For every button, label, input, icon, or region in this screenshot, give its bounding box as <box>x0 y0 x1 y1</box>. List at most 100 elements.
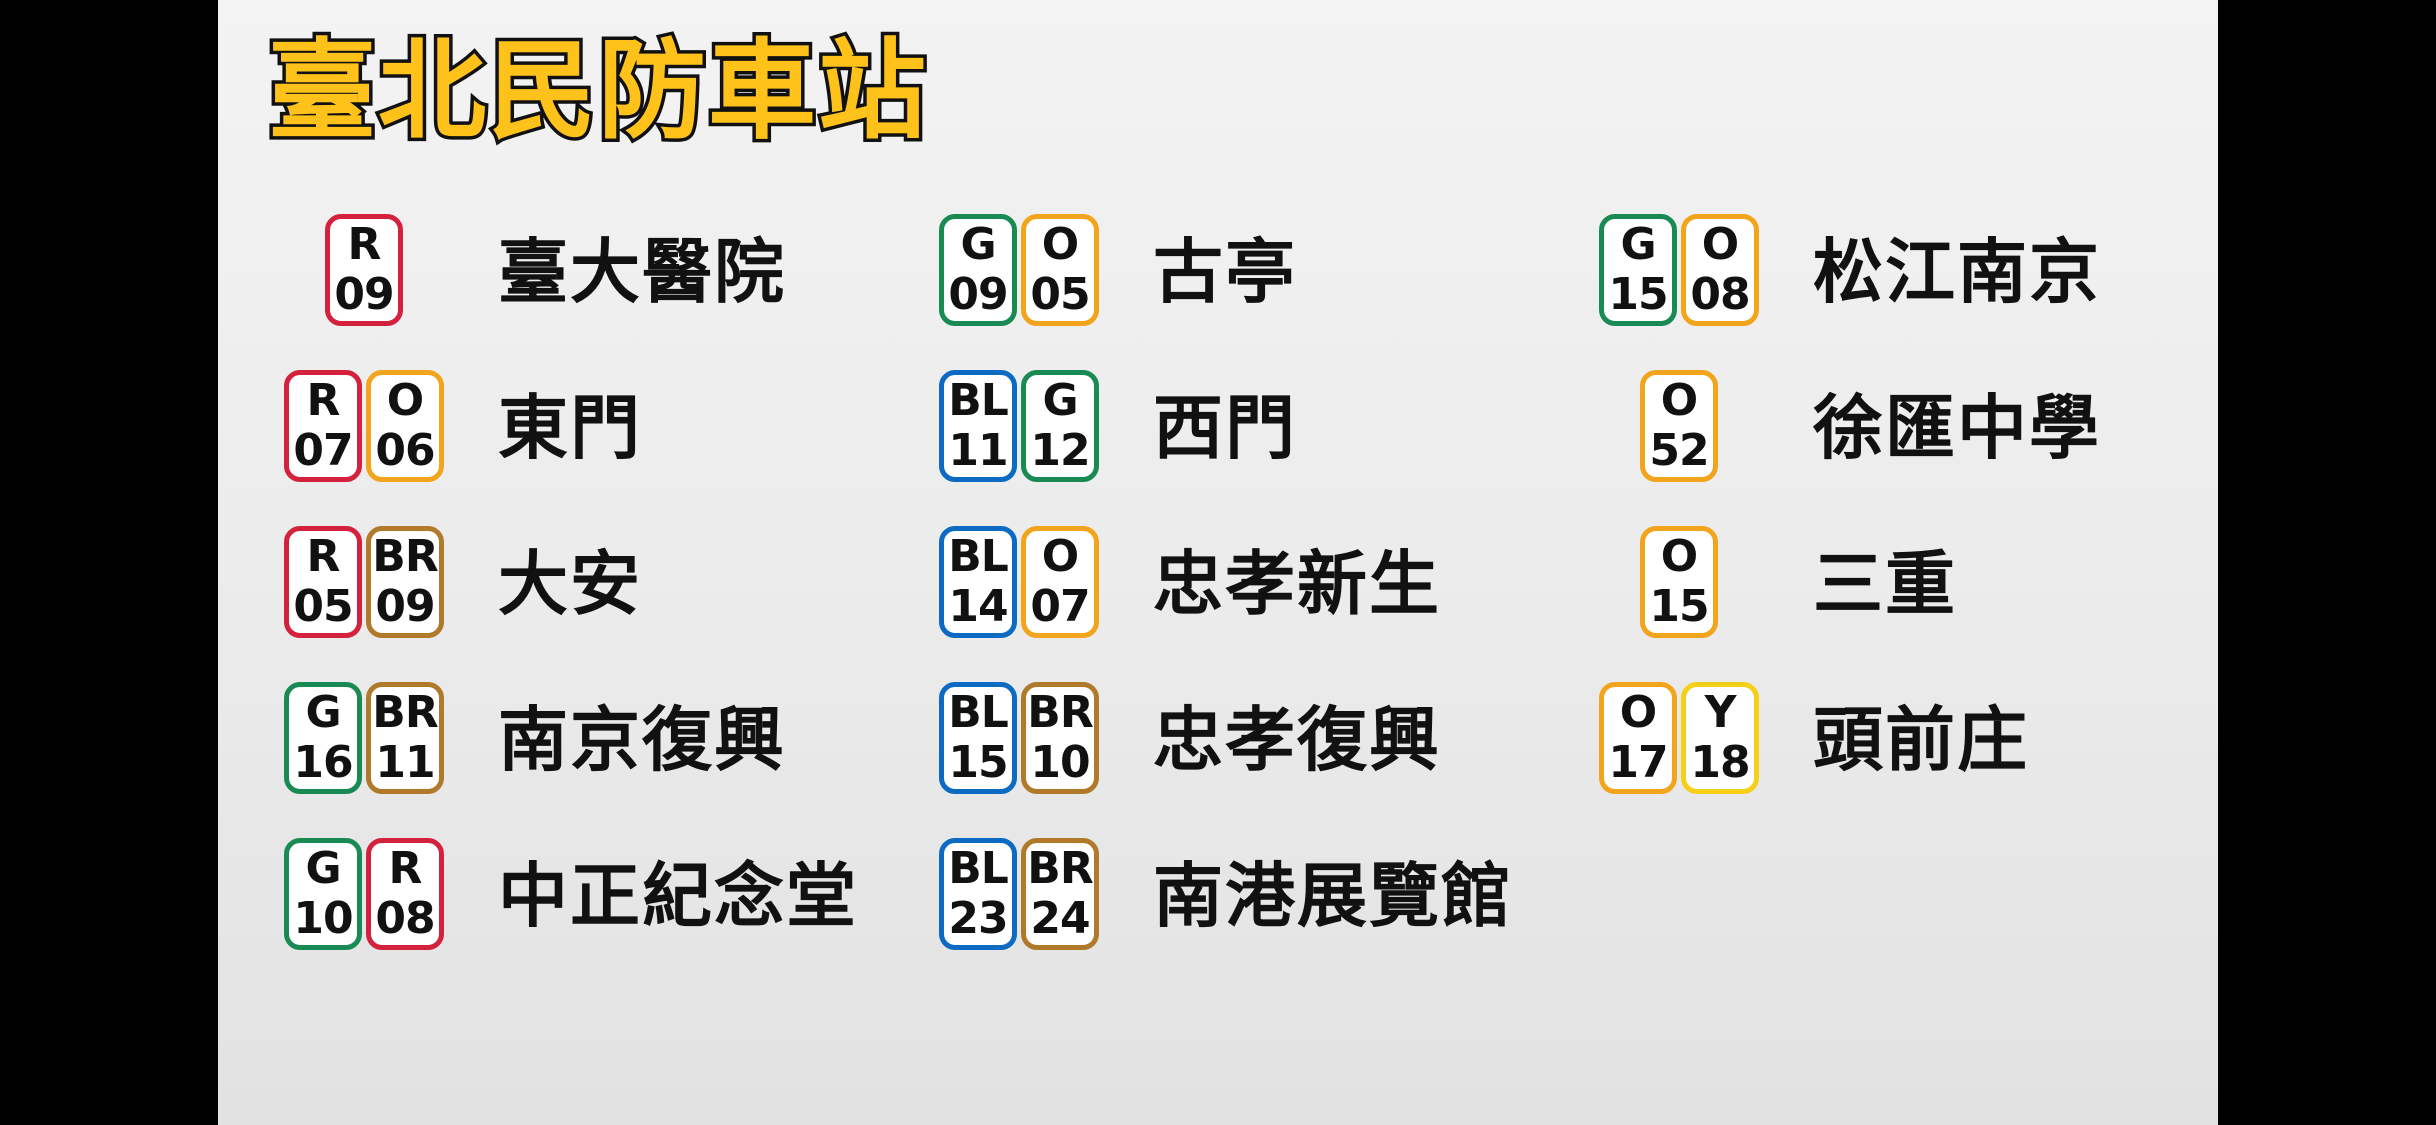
station-number: 07 <box>1030 581 1090 632</box>
line-code: G <box>1042 375 1078 426</box>
station-number: 09 <box>375 581 435 632</box>
station-number: 10 <box>1030 737 1090 788</box>
line-code: BL <box>948 531 1009 582</box>
line-code: BR <box>372 687 438 738</box>
station-name: 頭前庄 <box>1813 699 2029 781</box>
station-number: 24 <box>1030 893 1090 944</box>
station-number: 05 <box>293 581 353 632</box>
station-name: 南港展覽館 <box>1153 855 1513 937</box>
station-number: 10 <box>293 893 353 944</box>
line-code: BL <box>948 843 1009 894</box>
station-number: 09 <box>334 269 394 320</box>
station-number: 16 <box>293 737 353 788</box>
station-name: 大安 <box>498 543 642 625</box>
station-number: 06 <box>375 425 435 476</box>
station-number: 11 <box>948 425 1008 476</box>
station-name: 徐匯中學 <box>1813 387 2101 469</box>
line-code: BR <box>1027 687 1093 738</box>
line-code: BL <box>948 375 1009 426</box>
station-name: 中正紀念堂 <box>498 855 858 937</box>
line-code: Y <box>1704 687 1737 738</box>
line-code: G <box>960 219 996 270</box>
line-code: O <box>1041 531 1079 582</box>
station-number: 09 <box>948 269 1008 320</box>
station-number: 23 <box>948 893 1008 944</box>
line-code: G <box>305 843 341 894</box>
station-name: 南京復興 <box>498 699 786 781</box>
station-number: 17 <box>1608 737 1668 788</box>
line-code: BR <box>1027 843 1093 894</box>
line-code: O <box>386 375 424 426</box>
station-name: 三重 <box>1813 543 1957 625</box>
station-number: 05 <box>1030 269 1090 320</box>
line-code: R <box>347 219 382 270</box>
line-code: G <box>1620 219 1656 270</box>
station-number: 15 <box>1649 581 1709 632</box>
station-name: 東門 <box>498 387 642 469</box>
station-number: 08 <box>375 893 435 944</box>
line-code: R <box>306 375 341 426</box>
line-code: O <box>1701 219 1739 270</box>
station-number: 14 <box>948 581 1008 632</box>
station-name: 忠孝新生 <box>1153 543 1441 625</box>
station-number: 11 <box>375 737 435 788</box>
station-name: 忠孝復興 <box>1153 699 1441 781</box>
line-code: O <box>1660 531 1698 582</box>
station-number: 15 <box>1608 269 1668 320</box>
page-title: 臺北民防車站 <box>264 26 929 158</box>
line-code: O <box>1041 219 1079 270</box>
station-name: 松江南京 <box>1813 231 2101 313</box>
line-code: R <box>306 531 341 582</box>
station-number: 07 <box>293 425 353 476</box>
line-code: G <box>305 687 341 738</box>
station-name: 古亭 <box>1153 231 1297 313</box>
station-number: 52 <box>1649 425 1709 476</box>
line-code: O <box>1619 687 1657 738</box>
